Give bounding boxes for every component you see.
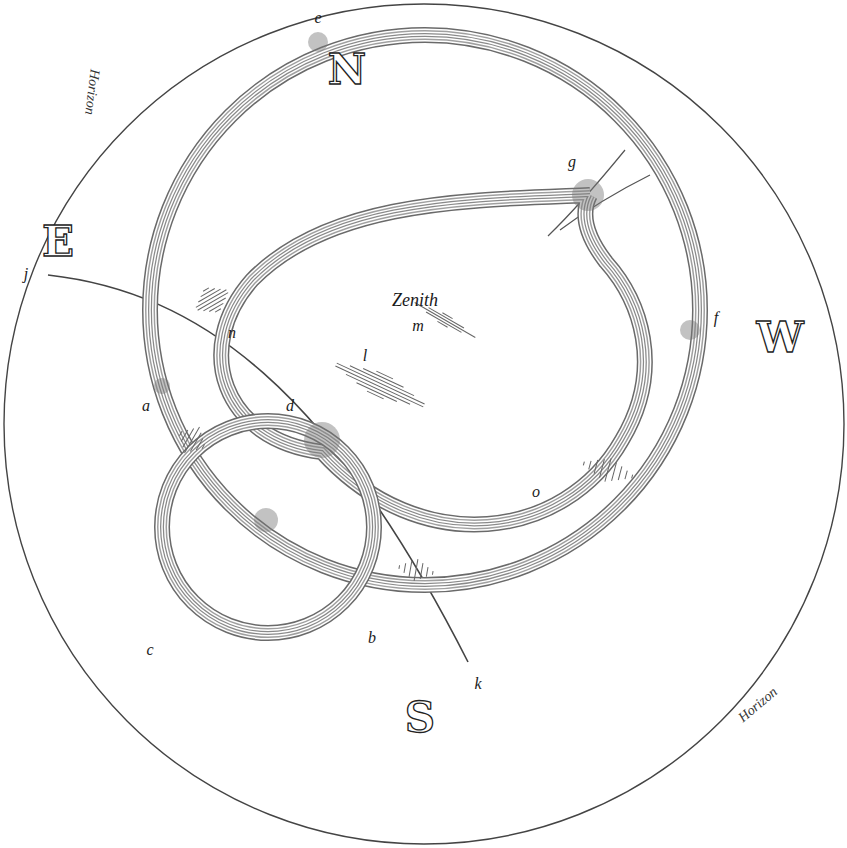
point-letter: c	[146, 642, 153, 658]
inner-loop	[221, 195, 645, 524]
point-letter: o	[532, 484, 540, 500]
small-ring	[162, 421, 374, 633]
bright-spot	[304, 422, 340, 458]
halo-ring	[150, 35, 700, 585]
bright-spot	[680, 320, 700, 340]
small-ring	[162, 421, 374, 633]
compass-letter: E	[42, 221, 74, 263]
arc-line	[48, 275, 468, 662]
horizon-label: Horizon	[736, 685, 780, 725]
small-ring	[162, 421, 374, 633]
hatch-patch	[397, 556, 434, 584]
point-letter: g	[568, 154, 576, 170]
bright-spot	[154, 378, 170, 394]
bright-spot	[572, 179, 604, 211]
halo-ring	[150, 35, 700, 585]
inner-loop	[221, 195, 645, 524]
halo-ring	[150, 35, 700, 585]
small-ring	[162, 421, 374, 633]
halo-ring	[150, 35, 700, 585]
inner-loop	[221, 195, 645, 524]
horizon-circle	[4, 4, 844, 844]
point-letter: d	[286, 398, 294, 414]
point-letter: j	[24, 266, 28, 282]
compass-letter: N	[328, 49, 366, 91]
small-ring	[162, 421, 374, 633]
hatch-patch	[581, 452, 636, 488]
point-letter: k	[474, 676, 481, 692]
compass-letter: W	[756, 317, 803, 359]
point-letter: n	[228, 325, 236, 341]
hatch-patch	[331, 355, 428, 416]
halo-ring	[150, 35, 700, 585]
small-ring	[162, 421, 374, 633]
compass-letter: S	[405, 697, 435, 739]
point-letter: m	[412, 318, 424, 334]
bright-spot	[254, 508, 278, 532]
hatch-patch	[191, 281, 234, 319]
point-letter: a	[142, 398, 150, 414]
zenith-label: Zenith	[392, 291, 438, 309]
inner-loop	[221, 195, 645, 524]
point-letter: b	[368, 630, 376, 646]
inner-loop	[221, 195, 645, 524]
inner-loop	[221, 195, 645, 524]
point-letter: e	[314, 10, 321, 26]
bright-spot	[308, 32, 328, 52]
point-letter: f	[714, 310, 718, 326]
point-letter: l	[363, 348, 367, 364]
horizon-label: Horizon	[82, 68, 101, 115]
hatch-patch	[173, 421, 211, 460]
halo-ring	[150, 35, 700, 585]
